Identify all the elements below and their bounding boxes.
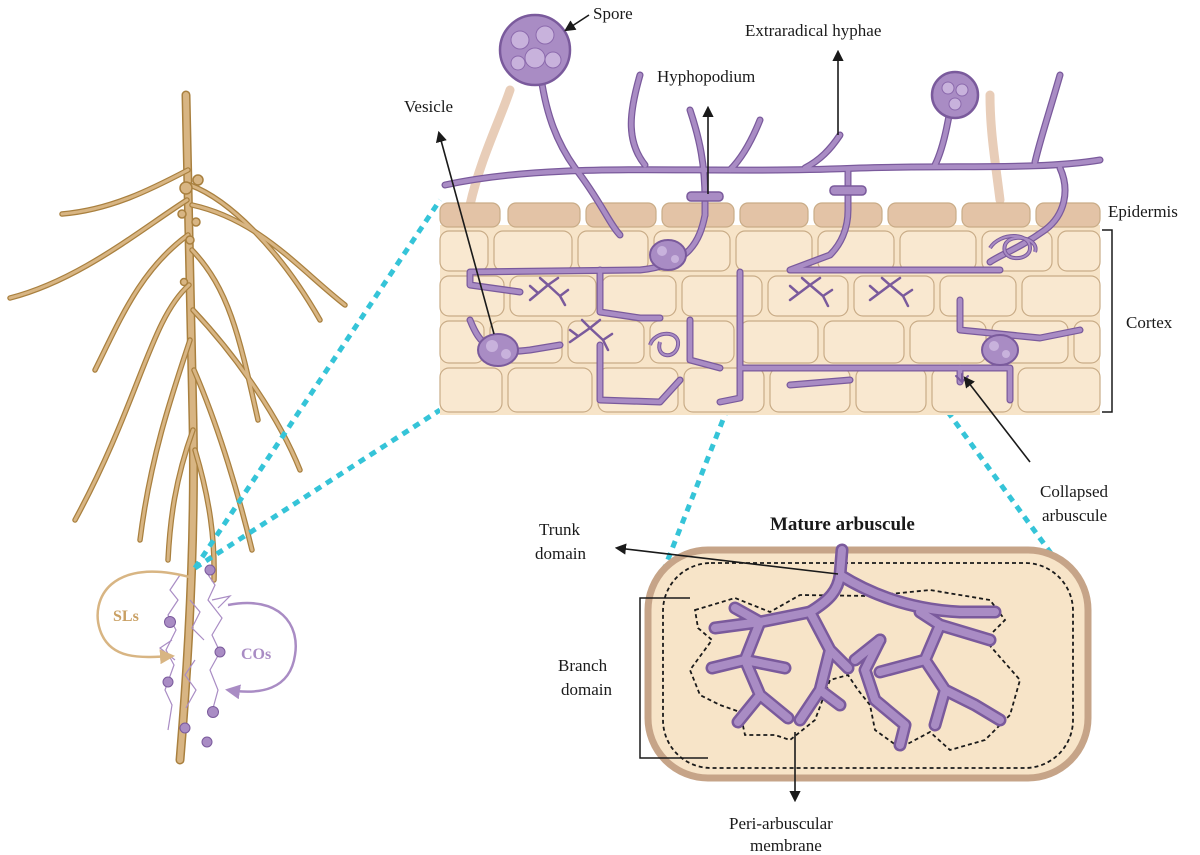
colonized-root-tip [158,569,232,731]
root-tip-spores [162,564,226,748]
label-collapsed-arbuscule-line2: arbuscule [1042,506,1107,525]
small-arbuscule [568,318,614,352]
spore-small [930,70,980,120]
label-trunk-domain-line2: domain [535,544,586,563]
co-label: COs [241,646,271,663]
label-pam-line2: membrane [750,836,822,855]
co-signal-arrow [225,601,297,700]
label-pam-line1: Peri-arbuscular [729,814,833,833]
label-vesicle: Vesicle [404,97,453,116]
sl-label: SLs [113,608,139,625]
cortex-bracket [1102,229,1113,413]
root-cross-section [439,13,1104,415]
sl-signal-arrow [96,570,194,665]
label-pointers [435,14,1031,803]
spore-large [498,13,572,87]
label-epidermis: Epidermis [1108,202,1178,221]
label-spore: Spore [593,4,633,23]
label-branch-domain-line2: domain [561,680,612,699]
label-trunk-domain-line1: Trunk [539,520,580,539]
label-collapsed-arbuscule-line1: Collapsed [1040,482,1108,501]
label-hyphopodium: Hyphopodium [657,67,755,86]
label-branch-domain-line1: Branch [558,656,608,675]
small-arbuscule [788,276,834,308]
label-cortex: Cortex [1126,313,1173,332]
label-mature-arbuscule: Mature arbuscule [770,514,915,535]
small-arbuscule [528,276,570,307]
label-extraradical-hyphae: Extraradical hyphae [745,21,881,40]
small-arbuscule [868,276,914,308]
mature-arbuscule-cell [644,543,1092,782]
branch-domain-bracket [639,597,708,759]
